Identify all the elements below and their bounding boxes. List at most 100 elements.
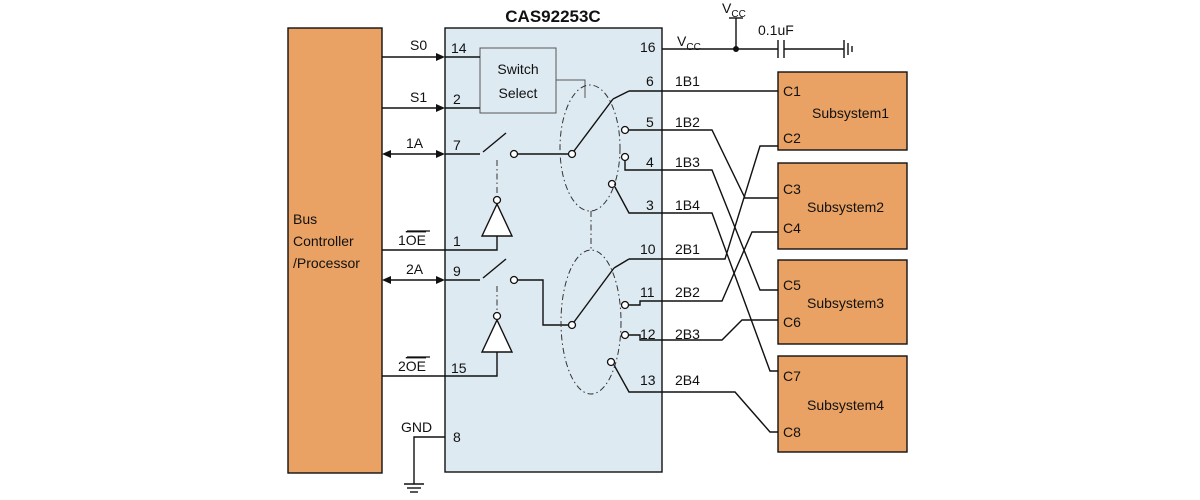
- port-2b4: 2B4: [675, 372, 700, 388]
- subsystem-4: C7 C8 Subsystem4: [777, 355, 908, 453]
- s0-pin: 14: [451, 40, 467, 56]
- chip-title: CAS92253C: [505, 7, 600, 26]
- a2-pin: 9: [453, 263, 461, 279]
- ch2-b3-inner: [628, 334, 662, 341]
- cap-label: 0.1uF: [758, 22, 794, 38]
- port-1b1: 1B1: [675, 73, 700, 89]
- s1-label: S1: [410, 89, 427, 105]
- oe1-pin: 1: [453, 233, 461, 249]
- ch2-b2-inner: [628, 300, 662, 306]
- routing-wires: [662, 90, 778, 433]
- subsystem-3-bottom-pin: C6: [783, 314, 801, 330]
- ch1-enable-switch-contact: [509, 149, 519, 159]
- oe2-pin: 15: [451, 360, 467, 376]
- a2-left-arrow-icon: [382, 276, 391, 284]
- ch1-b1-inner: [612, 90, 630, 100]
- oe2-label: 2OE: [398, 358, 426, 374]
- s1-pin: 2: [453, 91, 461, 107]
- subsystem-2-name: Subsystem2: [807, 199, 884, 215]
- ch2-enable-switch-contact: [509, 275, 519, 285]
- capacitor-icon: [777, 40, 785, 58]
- ch2-mid-wire: [517, 279, 568, 326]
- gnd-label: GND: [401, 419, 432, 435]
- subsystem-4-box: [777, 355, 908, 453]
- ch1-mux-switch-blade: [573, 98, 614, 152]
- subsystem-1: C1 C2 Subsystem1: [777, 71, 908, 151]
- s0-label: S0: [410, 37, 427, 53]
- subsystem-2-top-pin: C3: [783, 181, 801, 197]
- port-1b2: 1B2: [675, 114, 700, 130]
- subsystem-3-name: Subsystem3: [807, 295, 884, 311]
- ch1-b2-contact: [620, 125, 630, 135]
- b2-2-pin: 11: [640, 284, 655, 300]
- cap-ground-symbol-icon: [843, 40, 853, 58]
- oe1-label: 1OE: [398, 232, 426, 248]
- ch2-b1-inner: [613, 258, 630, 269]
- subsystem-1-name: Subsystem1: [812, 105, 889, 121]
- ch1-b3-contact: [620, 152, 630, 162]
- ch1-mux-common-node: [567, 149, 577, 159]
- b1-1-pin: 6: [646, 73, 654, 89]
- ch2-mux-group-outline: [560, 249, 622, 395]
- controller-label-line3: /Processor: [293, 255, 360, 271]
- ch2-buffer-bubble: [492, 311, 502, 321]
- b2-1-pin: 10: [640, 241, 656, 257]
- ch2-enable-switch-blade: [482, 258, 507, 279]
- a1-left-arrow-icon: [382, 150, 391, 158]
- b2-3-pin: 12: [640, 326, 656, 342]
- subsystem-4-name: Subsystem4: [807, 397, 884, 413]
- bus-controller-block: [287, 27, 383, 474]
- a2-right-arrow-icon: [436, 276, 445, 284]
- subsystem-2: C3 C4 Subsystem2: [777, 162, 908, 250]
- switch-select-line2: Select: [499, 85, 538, 101]
- ch1-b4-contact: [607, 179, 617, 189]
- b2-4-pin: 13: [640, 372, 656, 388]
- b1-2-pin: 5: [646, 114, 654, 130]
- port-2b1: 2B1: [675, 241, 700, 257]
- ch2-b4-inner: [613, 364, 662, 393]
- switch-select-line1: Switch: [497, 61, 538, 77]
- s1-arrow-icon: [436, 104, 445, 112]
- subsystem-2-box: [777, 162, 908, 250]
- a1-right-arrow-icon: [436, 150, 445, 158]
- a1-label: 1A: [406, 135, 424, 151]
- ch1-b4-inner: [614, 186, 662, 214]
- subsystem-1-top-pin: C1: [783, 83, 801, 99]
- port-2b2: 2B2: [675, 284, 700, 300]
- ground-symbol-icon: [404, 483, 424, 493]
- gnd-pin: 8: [453, 429, 461, 445]
- vcc-top-label: VCC: [722, 0, 746, 20]
- ch1-enable-switch-blade: [482, 132, 507, 153]
- ch1-b3-inner: [624, 160, 662, 171]
- subsystem-1-bottom-pin: C2: [783, 130, 801, 146]
- controller-label-line2: Controller: [293, 233, 354, 249]
- ch2-b3-contact: [620, 330, 630, 340]
- s0-arrow-icon: [436, 53, 445, 61]
- b1-3-pin: 4: [646, 154, 654, 170]
- a1-pin: 7: [453, 137, 461, 153]
- subsystem-3-box: [777, 259, 908, 345]
- ch1-mux-group-outline: [559, 84, 621, 212]
- ch2-mux-common-node: [567, 320, 577, 330]
- oe1-internal-wire: [445, 236, 498, 251]
- ch2-b2-contact: [620, 300, 630, 310]
- vcc-pin-label: VCC: [677, 33, 701, 53]
- subsystem-1-box: [777, 71, 908, 151]
- controller-label-line1: Bus: [293, 211, 317, 227]
- oe2-internal-wire: [445, 352, 498, 377]
- ch1-buffer-bubble: [492, 195, 502, 205]
- subsystem-4-top-pin: C7: [783, 368, 801, 384]
- subsystem-3: C5 C6 Subsystem3: [777, 259, 908, 345]
- ch2-mux-switch-blade: [573, 267, 615, 323]
- port-1b4: 1B4: [675, 197, 700, 213]
- b1-4-pin: 3: [646, 197, 654, 213]
- switch-select-box: [479, 47, 557, 114]
- subsystem-2-bottom-pin: C4: [783, 220, 801, 236]
- port-1b3: 1B3: [675, 154, 700, 170]
- port-2b3: 2B3: [675, 326, 700, 342]
- gnd-wire: [413, 436, 445, 484]
- ch2-b4-contact: [606, 357, 616, 367]
- a2-label: 2A: [406, 261, 424, 277]
- select-control-line: [556, 79, 586, 98]
